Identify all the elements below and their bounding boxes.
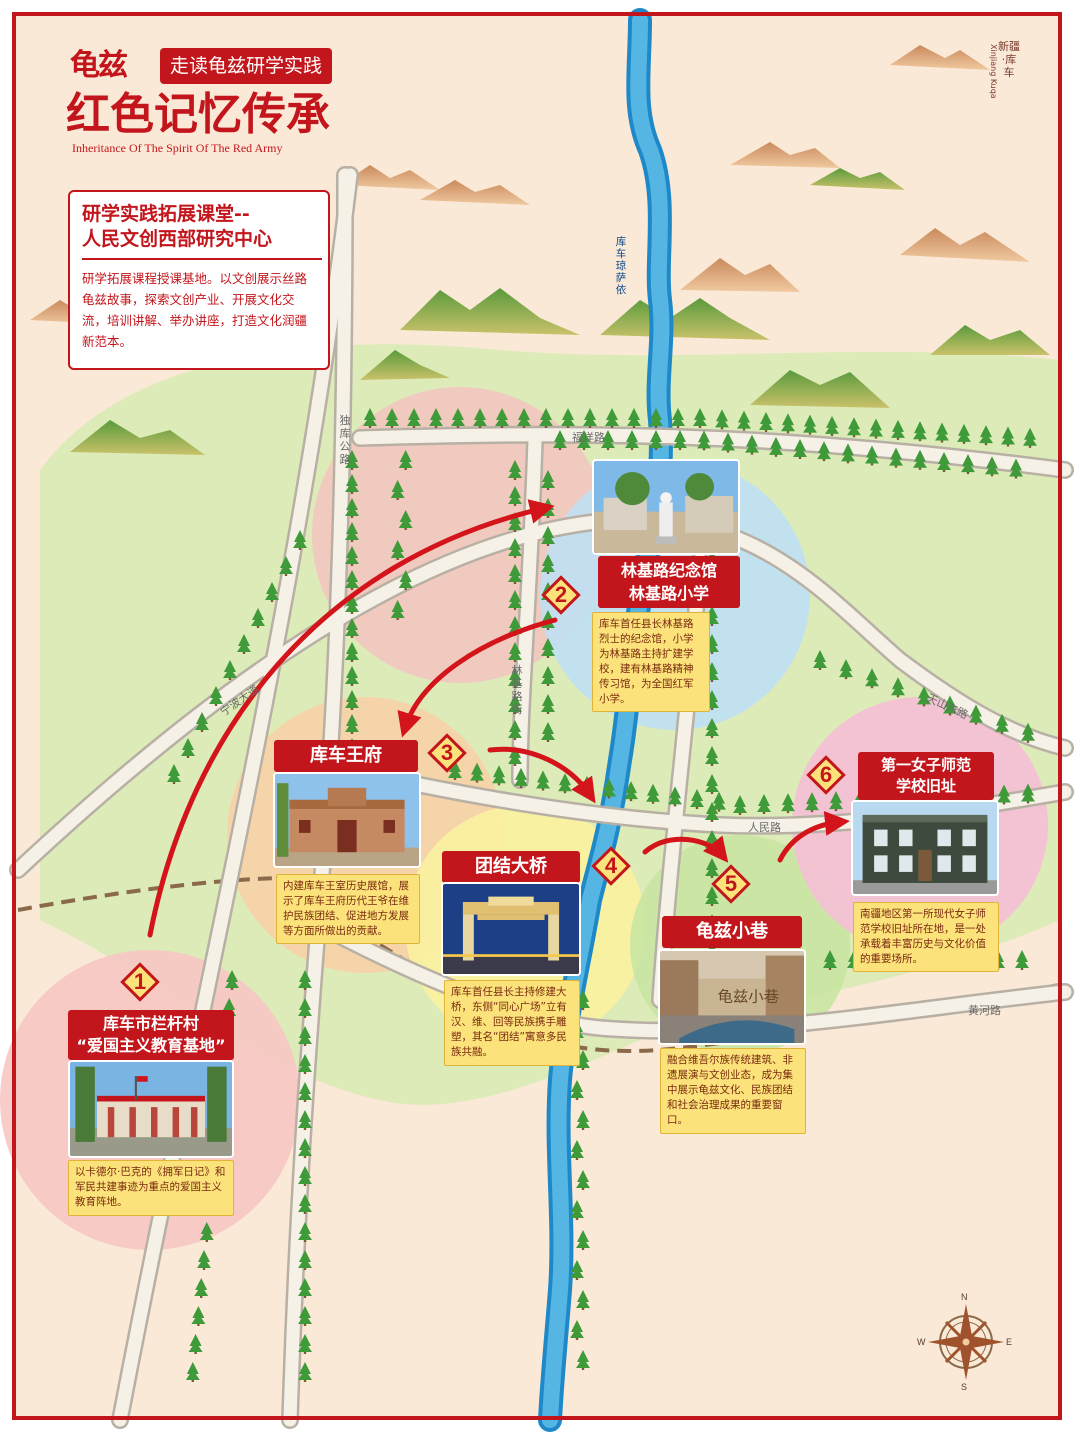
stop-photo-4 (441, 882, 581, 976)
compass-w: W (917, 1337, 926, 1347)
stop-number: 2 (554, 582, 568, 607)
stop-marker-6[interactable]: 6 (806, 755, 846, 795)
road-label-duku: 独库公路 (339, 414, 351, 466)
stop-marker-2[interactable]: 2 (541, 575, 581, 615)
compass-n: N (961, 1292, 968, 1302)
stop-photo-1 (68, 1060, 234, 1158)
stop-photo-3 (273, 772, 421, 868)
intro-panel: 研学实践拓展课堂-- 人民文创西部研究中心 研学拓展课程授课基地。以文创展示丝路… (68, 190, 330, 370)
stop-photo-6 (851, 800, 999, 896)
stop-title-line1: 第一女子师范 (880, 756, 971, 774)
stop-number: 1 (133, 969, 147, 994)
stop-number: 5 (724, 871, 738, 896)
stop-marker-5[interactable]: 5 (711, 864, 751, 904)
stop-marker-4[interactable]: 4 (591, 846, 631, 886)
region-label-en: Xinjiang Kuqa (989, 44, 998, 99)
stop-title-line1: 库车市栏杆村 (102, 1014, 199, 1033)
stop-title-4[interactable]: 团结大桥 (442, 851, 580, 883)
stop-description-6: 南疆地区第一所现代女子师范学校旧址所在地，是一处承载着丰富历史与文化价值的重要场… (853, 902, 999, 972)
road-label-renmin: 人民路 (748, 821, 781, 834)
stop-description-3: 内建库车王室历史展馆，展示了库车王府历代王爷在维护民族团结、促进地方发展等方面所… (276, 874, 420, 944)
compass-e: E (1006, 1337, 1013, 1347)
region-label: 新疆·库车 (998, 40, 1020, 79)
stop-title-line2: “爱国主义教育基地” (76, 1036, 226, 1055)
road-label-fuyang: 福洋路 (572, 431, 605, 444)
stop-title-line2: 学校旧址 (895, 777, 956, 795)
stop-number: 4 (604, 853, 618, 878)
stop-description-5: 融合维吾尔族传统建筑、非遗展演与文创业态，成为集中展示龟兹文化、民族团结和社会治… (660, 1048, 806, 1134)
kuqa-logo: 龟兹 (70, 48, 128, 83)
mountains (30, 45, 1050, 455)
intro-title-line2: 人民文创西部研究中心 (82, 228, 273, 250)
stop-marker-3[interactable]: 3 (427, 733, 467, 773)
intro-body: 研学拓展课程授课基地。以文创展示丝路龟兹故事，探索文创产业、开展文化交流，培训讲… (82, 271, 308, 349)
compass-rose (928, 1304, 1004, 1380)
road-label-huanghe: 黄河路 (968, 1004, 1001, 1017)
page-subtitle: Inheritance Of The Spirit Of The Red Arm… (72, 141, 283, 155)
stop-title-6[interactable]: 第一女子师范学校旧址 (858, 752, 994, 800)
alley-sign-text: 龟兹小巷 (718, 988, 779, 1006)
stop-title-5[interactable]: 龟兹小巷 (662, 916, 802, 948)
page-title: 红色记忆传承 (66, 89, 330, 140)
route-arrows (147, 499, 850, 938)
stop-title-line1: 团结大桥 (475, 856, 547, 877)
stop-marker-1[interactable]: 1 (120, 962, 160, 1002)
stop-title-line1: 林基路纪念馆 (620, 561, 717, 580)
stop-photo-2 (592, 459, 740, 555)
stop-description-2: 库车首任县长林基路烈士的纪念馆，小学为林基路主持扩建学校，建有林基路精神传习馆，… (592, 612, 710, 712)
stop-title-3[interactable]: 库车王府 (274, 740, 418, 772)
intro-divider (82, 258, 322, 260)
stop-title-1[interactable]: 库车市栏杆村 “爱国主义教育基地” (68, 1010, 234, 1060)
stop-number: 3 (440, 740, 454, 765)
stop-photo-5: 龟兹小巷 (658, 949, 806, 1045)
stop-description-4: 库车首任县长主持修建大桥，东侧“同心广场”立有汉、维、回等民族携手雕塑，其名“团… (444, 980, 580, 1066)
stop-number: 6 (819, 762, 833, 787)
stop-title-line1: 库车王府 (310, 745, 382, 766)
stop-description-1: 以卡德尔·巴克的《拥军日记》和军民共建事迹为重点的爱国主义教育阵地。 (68, 1160, 234, 1216)
stop-title-line1: 龟兹小巷 (696, 921, 768, 942)
compass-s: S (961, 1382, 968, 1392)
intro-title-line1: 研学实践拓展课堂-- (82, 203, 250, 225)
river-label: 库车琼萨依 (615, 236, 627, 296)
stop-title-line2: 林基路小学 (628, 584, 709, 603)
tagline-badge: 走读龟兹研学实践 (160, 48, 333, 84)
road-label-linji: 林基路街 (511, 664, 523, 716)
stop-title-2[interactable]: 林基路纪念馆林基路小学 (598, 556, 740, 608)
